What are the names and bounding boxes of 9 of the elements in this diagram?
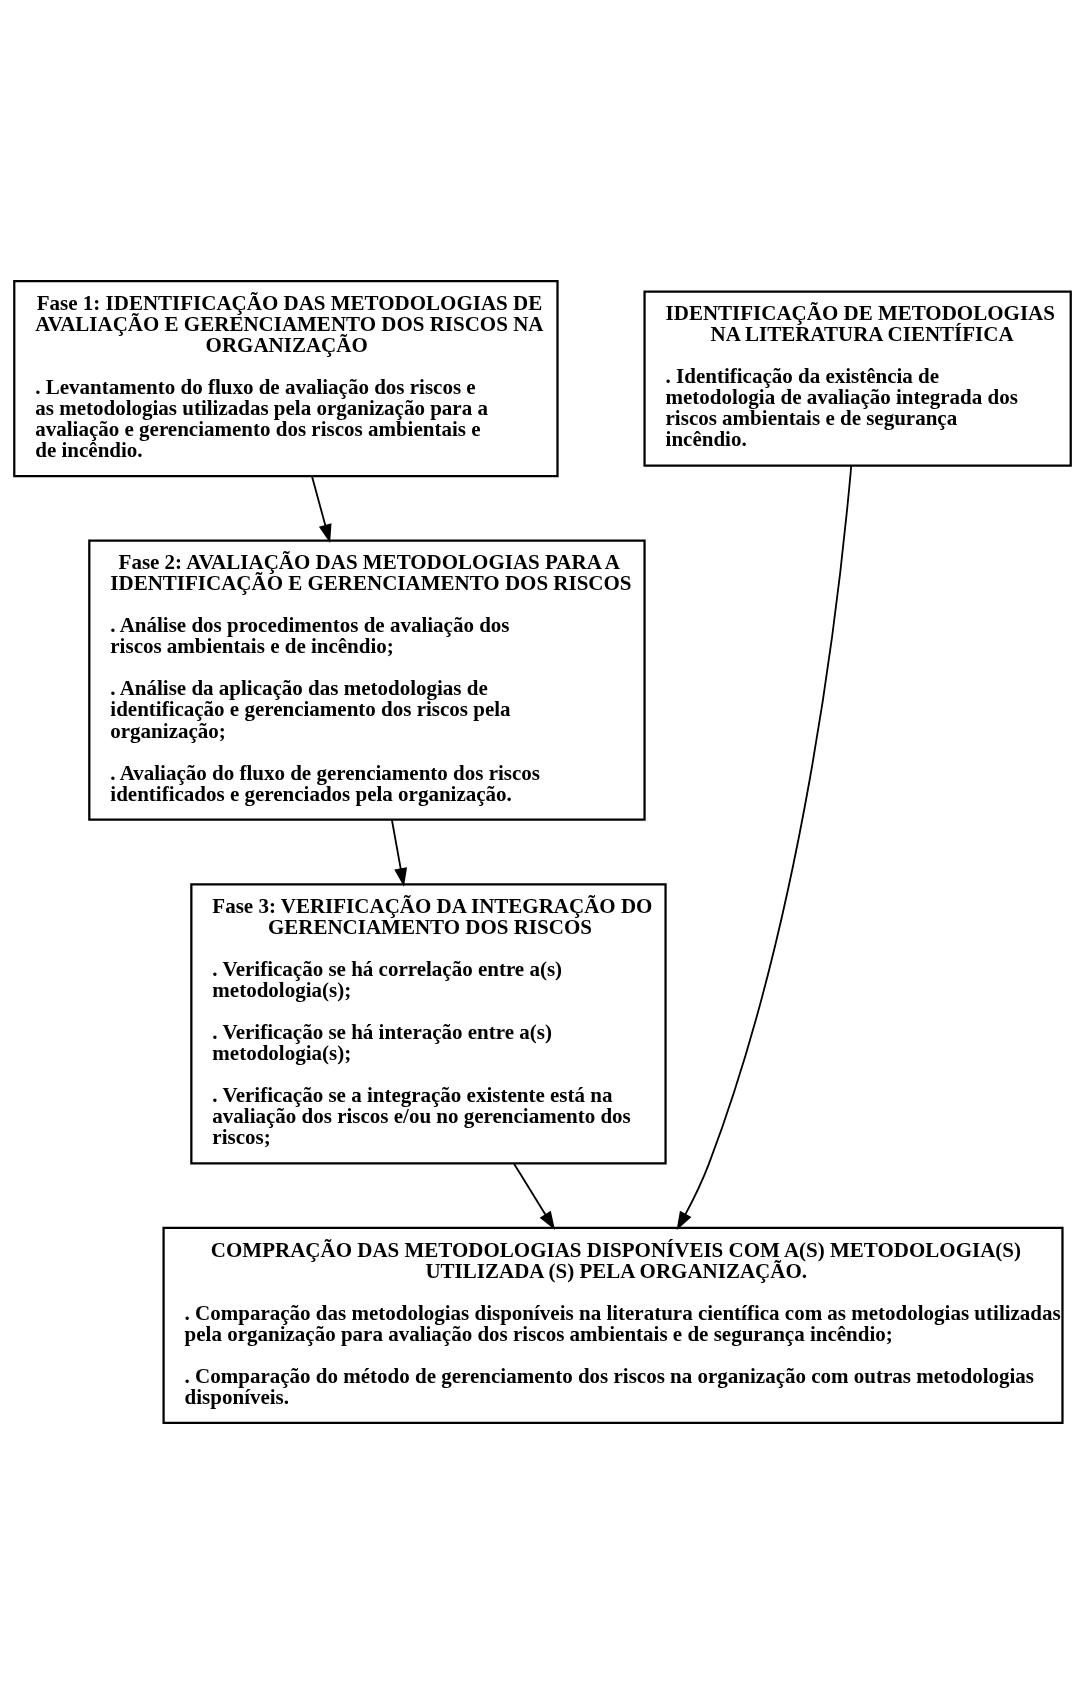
- arrow: [311, 474, 332, 543]
- node-box: Fase 3: VERIFICAÇÃO DA INTEGRAÇÃO DO GERENCIAMENTO DOS RISCOS . Verificação se há correlação entre a(s) metodologia(s); . Verificação se há interação entre a(s) metodologia(s); . Verificação se a integração existente está na avaliação dos riscos e/ou no gerenciamento dos riscos;: [190, 882, 667, 1164]
- arrow: [676, 464, 853, 1230]
- arrow: [513, 1162, 556, 1230]
- node-box: IDENTIFICAÇÃO DE METODOLOGIAS NA LITERATURA CIENTÍFICA . Identificação da existência de metodologia de avaliação integrada dos riscos ambientais e de segurança incêndio.: [643, 289, 1072, 467]
- node-box: Fase 2: AVALIAÇÃO DAS METODOLOGIAS PARA A IDENTIFICAÇÃO E GERENCIAMENTO DOS RISCOS . Análise dos procedimentos de avaliação dos riscos ambientais e de incêndio; . Análise da aplicação das metodologias de identificação e gerenciamento dos riscos pela organização; . Avaliação do fluxo de gerenciamento dos riscos identificados e gerenciados pela organização.: [88, 539, 646, 821]
- node-box: Fase 1: IDENTIFICAÇÃO DAS METODOLOGIAS DE AVALIAÇÃO E GERENCIAMENTO DOS RISCOS NA ORGANIZAÇÃO . Levantamento do fluxo de avaliação dos riscos e as metodologias utilizadas pela organização para a avaliação e gerenciamento dos riscos ambientais e de incêndio.: [13, 279, 559, 477]
- arrow: [390, 818, 408, 887]
- node-box: COMPRAÇÃO DAS METODOLOGIAS DISPONÍVEIS COM A(S) METODOLOGIA(S) UTILIZADA (S) PELA ORGANIZAÇÃO. . Comparação das metodologias disponíveis na literatura científica com as metodologias utilizadas pela organização para avaliação dos riscos ambientais e de segurança incêndio; . Comparação do método de gerenciamento dos riscos na organização com outras metodologias disponíveis.: [162, 1226, 1064, 1424]
